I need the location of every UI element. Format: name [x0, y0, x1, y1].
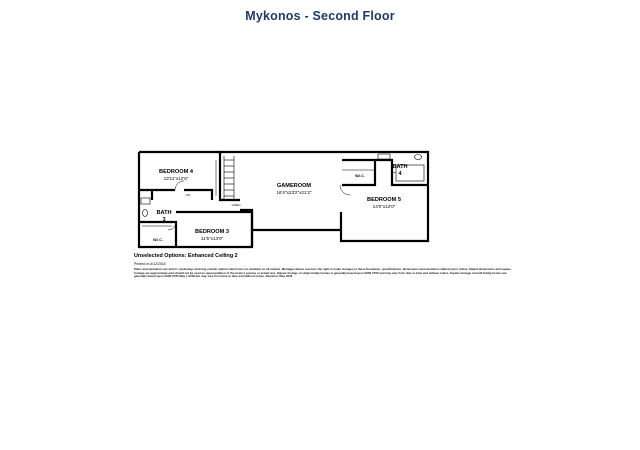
wall-stair-left [218, 152, 240, 202]
closet-shelves [142, 160, 374, 227]
staircase [223, 156, 235, 200]
dims-bedroom3: 11'5"x13'0" [201, 236, 224, 241]
label-wic-right: W.I.C. [355, 174, 365, 178]
toilet-bath4 [414, 154, 422, 160]
page-title: Mykonos - Second Floor [245, 9, 395, 23]
label-bedroom3: BEDROOM 3 [195, 229, 229, 235]
label-wic-left: W.I.C. [153, 238, 163, 242]
unselected-options: Unselected Options: Enhanced Ceiling 2 [134, 253, 238, 259]
label-bedroom5: BEDROOM 5 [367, 197, 401, 203]
bath-fixtures [140, 153, 425, 217]
label-linen-hall: LINEN [232, 203, 241, 207]
wall-bath4 [342, 158, 428, 187]
tub-bath4 [395, 164, 425, 182]
label-bedroom4: BEDROOM 4 [159, 169, 194, 175]
label-linen: LIN [186, 193, 191, 197]
label-bath4: BATH [392, 164, 407, 170]
outer-wall-right-wing [339, 150, 430, 243]
vanity-bath4 [377, 153, 391, 160]
label-bath3-number: 3 [162, 217, 165, 223]
vanity-bath3 [140, 197, 151, 205]
label-bath4-number: 4 [398, 171, 402, 177]
toilet-bath3 [142, 209, 148, 217]
disclaimer-text: Plans and elevations are artist's render… [134, 267, 511, 279]
dims-bedroom4: 13'11"x12'6" [164, 176, 189, 181]
dims-bedroom5: 14'0"x12'0" [373, 204, 396, 209]
door-swings [167, 171, 401, 231]
printed-date: Printed on 4/12/2018 [134, 262, 166, 266]
label-bath3: BATH [156, 210, 171, 216]
label-gameroom: GAMEROOM [277, 183, 312, 189]
wall-bedroom4-bottom [139, 188, 214, 200]
dims-gameroom: 16'4"x23'2"x21'2" [276, 190, 311, 195]
